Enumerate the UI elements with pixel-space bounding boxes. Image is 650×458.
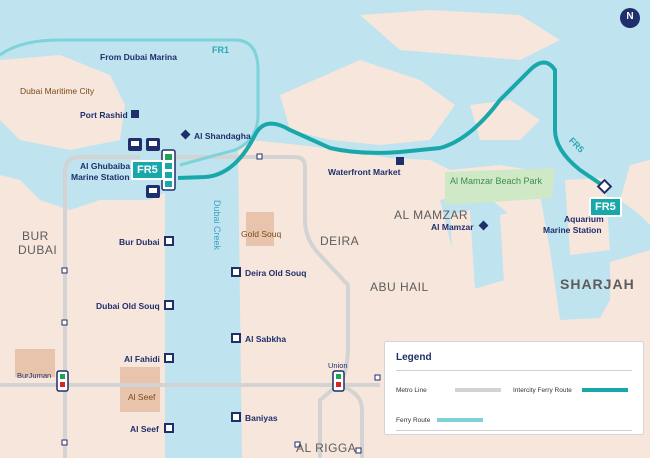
area-label: BUR (22, 229, 49, 243)
station-label: Deira Old Souq (245, 268, 307, 278)
compass-label: N (626, 11, 634, 22)
legend-metro-swatch (455, 388, 501, 392)
station-square-icon (231, 267, 241, 277)
poi-label: Gold Souq (241, 229, 282, 239)
station-square-icon (164, 236, 174, 246)
legend-ferry-label: Ferry Route (396, 417, 431, 424)
legend-title: Legend (396, 352, 432, 363)
station-square-icon (396, 157, 404, 165)
area-label: DUBAI (18, 243, 58, 257)
burjuman-block (15, 349, 55, 377)
station-label: Al Fahidi (124, 354, 160, 364)
station-diamond-icon (596, 178, 613, 195)
route-label-marina: From Dubai Marina (100, 52, 177, 62)
metro-stop-icon (61, 439, 68, 446)
legend-ferry-swatch (437, 418, 483, 422)
fr1-ferry-route (0, 38, 260, 167)
station-markers (61, 110, 613, 454)
legend-intercity-swatch (582, 388, 628, 392)
fr5-intercity-route (177, 60, 607, 189)
station-square-icon (231, 333, 241, 343)
station-diamond-icon (180, 129, 191, 140)
station-square-icon (164, 423, 174, 433)
poi-label: Dubai Maritime City (20, 86, 95, 96)
station-label: Marine Station (543, 225, 602, 235)
area-label: AL RIGGA (296, 441, 357, 455)
area-label: AL MAMZAR (394, 208, 469, 222)
station-label: Marine Station (71, 172, 130, 182)
transport-icons (128, 138, 160, 198)
metro-stop-icon (294, 441, 301, 448)
station-label: BurJuman (17, 371, 52, 380)
station-square-icon (164, 300, 174, 310)
station-square-icon (131, 110, 139, 118)
station-label: Al Mamzar (431, 222, 474, 232)
compass-icon: N (620, 8, 640, 28)
station-square-icon (231, 412, 241, 422)
legend-divider (396, 430, 632, 431)
station-label: Baniyas (245, 413, 278, 423)
creek-label: Dubai Creek (212, 200, 222, 251)
metro-stop-icon (256, 153, 263, 160)
legend-metro-line-label: Metro Line (396, 387, 427, 394)
metro-interchange-icon (56, 370, 69, 392)
metro-stop-icon (374, 374, 381, 381)
metro-stop-icon (355, 447, 362, 454)
metro-stop-icon (61, 319, 68, 326)
route-label-fr1: FR1 (212, 45, 230, 55)
legend-divider (396, 370, 632, 371)
metro-stop-icon (61, 267, 68, 274)
fr5-badge-ghubaiba: FR5 (131, 160, 164, 180)
station-label: Al Shandagha (194, 131, 251, 141)
land-patches (0, 10, 610, 300)
poi-label: Al Seef (128, 392, 156, 402)
station-label: Aquarium (564, 214, 604, 224)
station-label: Waterfront Market (328, 167, 401, 177)
station-label: Al Sabkha (245, 334, 287, 344)
gold-souq-block (246, 212, 274, 246)
station-diamond-icon (478, 220, 489, 231)
al-seef-block (120, 367, 160, 412)
station-square-icon (164, 353, 174, 363)
interchange-markers (56, 149, 345, 392)
park-label: Al Mamzar Beach Park (450, 176, 543, 186)
al-mamzar-beach-park (445, 168, 555, 205)
area-label: SHARJAH (560, 276, 635, 292)
station-label: Union (328, 361, 348, 370)
legend-intercity-label: Intercity Ferry Route (513, 387, 572, 394)
metro-interchange-icon (332, 370, 345, 392)
station-label: Dubai Old Souq (96, 301, 160, 311)
station-label: Al Ghubaiba (80, 161, 131, 171)
fr5-badge-aquarium: FR5 (589, 197, 622, 217)
legend: Legend Metro Line Intercity Ferry Route … (384, 341, 644, 435)
area-label: DEIRA (320, 234, 360, 248)
station-label: Port Rashid (80, 110, 128, 120)
station-label: Al Seef (130, 424, 159, 434)
station-label: Bur Dubai (119, 237, 160, 247)
area-label: ABU HAIL (370, 280, 429, 294)
